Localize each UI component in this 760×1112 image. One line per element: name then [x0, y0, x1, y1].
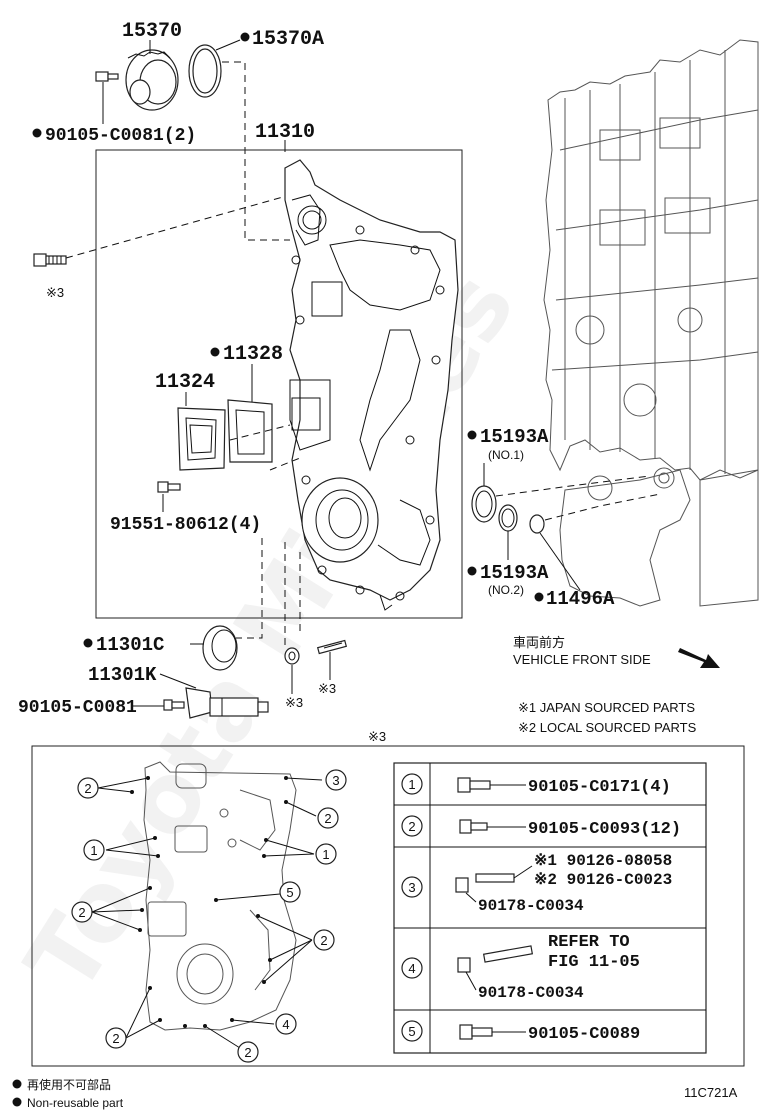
callout-circle: 2: [71, 901, 93, 923]
label-11310: 11310: [255, 121, 315, 144]
note-local-sourced: ※2 LOCAL SOURCED PARTS: [518, 720, 697, 735]
part-11328-gasket: [227, 399, 273, 463]
part-number: 90178-C0034: [478, 897, 584, 915]
part-number: 90105-C0089: [528, 1025, 640, 1044]
label-no2: (NO.2): [488, 583, 524, 597]
label-11324: 11324: [155, 371, 215, 394]
callout-circle: 2: [313, 929, 335, 951]
legend-jp: 再使用不可部品: [27, 1077, 111, 1092]
non-reusable-dot: [240, 32, 250, 42]
part-91551-bolt: [157, 481, 181, 493]
svg-text:1: 1: [322, 847, 329, 862]
label-15370: 15370: [122, 20, 182, 43]
frame-11310: [95, 149, 463, 619]
legend-dot: [12, 1079, 22, 1089]
callout-circle: 5: [279, 881, 301, 903]
front-arrow-icon: [678, 648, 720, 668]
bolt-table-row: 3 ※1 90126-08058 ※2 90126-C0023 90178-C0…: [401, 852, 672, 915]
bolt-table-row: 4 REFER TO FIG 11-05 90178-C0034: [401, 933, 640, 1002]
ref-note-3a: ※3: [46, 285, 64, 300]
label-15193a-no1: 15193A: [480, 426, 549, 448]
bolt-table-row: 1 90105-C0171(4): [401, 773, 671, 797]
reference-text: REFER TO: [548, 933, 630, 952]
svg-text:1: 1: [90, 843, 97, 858]
non-reusable-dot: [32, 128, 42, 138]
detail-leader-lines: [91, 777, 323, 1049]
svg-text:2: 2: [244, 1045, 251, 1060]
legend-dot: [12, 1097, 22, 1107]
label-15370a: 15370A: [252, 28, 324, 51]
part-15370a-o-ring-inner: [192, 48, 218, 94]
svg-text:2: 2: [84, 781, 91, 796]
svg-text:3: 3: [332, 773, 339, 788]
callout-circle: 1: [83, 839, 105, 861]
callout-circle: 3: [325, 769, 347, 791]
svg-text:4: 4: [282, 1017, 289, 1032]
part-stud-bolt: [316, 639, 348, 655]
row-number: 4: [408, 961, 415, 976]
vehicle-front-en: VEHICLE FRONT SIDE: [513, 652, 651, 667]
part-11324-plate: [177, 407, 226, 471]
non-reusable-dot: [210, 347, 220, 357]
label-11301c: 11301C: [96, 634, 164, 656]
part-number: ※1 90126-08058: [534, 852, 672, 870]
part-nut-small: [284, 647, 300, 665]
callout-circle: 2: [77, 777, 99, 799]
part-number: 90178-C0034: [478, 984, 584, 1002]
callout-circle: 4: [275, 1013, 297, 1035]
legend-en: Non-reusable part: [27, 1096, 124, 1110]
row-number: 1: [408, 777, 415, 792]
callout-circle: 1: [315, 843, 337, 865]
non-reusable-dot: [534, 592, 544, 602]
label-90105-c0081-2: 90105-C0081(2): [45, 126, 196, 146]
note-japan-sourced: ※1 JAPAN SOURCED PARTS: [518, 700, 695, 715]
reference-text: FIG 11-05: [548, 953, 640, 972]
label-91551-80612-4: 91551-80612(4): [110, 515, 261, 535]
label-90105-c0081: 90105-C0081: [18, 698, 137, 718]
part-15370-bolt: [95, 71, 119, 124]
part-11301k-sensor: [185, 687, 269, 719]
part-number: ※2 90126-C0023: [534, 871, 672, 889]
part-15370-cover: [125, 49, 179, 111]
part-11301c-oil-seal: [202, 625, 238, 671]
label-11496a: 11496A: [546, 588, 615, 610]
non-reusable-dot: [467, 566, 477, 576]
part-11496a-o-ring: [529, 514, 545, 534]
bolt-table: 1 90105-C0171(4) 2 90105-C0093(12) 3 ※1 …: [393, 762, 707, 1054]
vehicle-front-jp: 車両前方: [513, 635, 565, 650]
label-11328: 11328: [223, 343, 283, 366]
detail-callouts: 2 3 2 1 1 5 2 2 2 4 2: [71, 769, 347, 1063]
label-15193a-no2: 15193A: [480, 562, 549, 584]
row-number: 3: [408, 880, 415, 895]
svg-text:2: 2: [320, 933, 327, 948]
bolt-table-row: 5 90105-C0089: [401, 1020, 640, 1044]
svg-text:2: 2: [112, 1031, 119, 1046]
callout-circle: 2: [105, 1027, 127, 1049]
callout-circle: 2: [237, 1041, 259, 1063]
detail-box-frame: [31, 745, 745, 1067]
part-number: 90105-C0171(4): [528, 778, 671, 797]
non-reusable-dot: [467, 430, 477, 440]
part-90105-c0081-bolt: [163, 699, 185, 711]
svg-text:2: 2: [78, 905, 85, 920]
callout-circle: 2: [317, 807, 339, 829]
ref-note-3c: ※3: [318, 681, 336, 696]
figure-code: 11C721A: [684, 1085, 738, 1100]
engine-block-outline: [543, 39, 759, 607]
detail-box-ref: ※3: [368, 729, 386, 744]
ref-note-3b: ※3: [285, 695, 303, 710]
part-cover-bolt-left: [33, 253, 67, 267]
svg-text:2: 2: [324, 811, 331, 826]
watermark: Toyota Minutes: [5, 254, 537, 1013]
non-reusable-dot: [83, 638, 93, 648]
part-11310-timing-cover: [284, 159, 459, 611]
bolt-table-row: 2 90105-C0093(12): [401, 815, 681, 839]
svg-text:5: 5: [286, 885, 293, 900]
row-number: 5: [408, 1024, 415, 1039]
label-no1: (NO.1): [488, 448, 524, 462]
label-11301k: 11301K: [88, 664, 157, 686]
row-number: 2: [408, 819, 415, 834]
part-number: 90105-C0093(12): [528, 820, 681, 839]
